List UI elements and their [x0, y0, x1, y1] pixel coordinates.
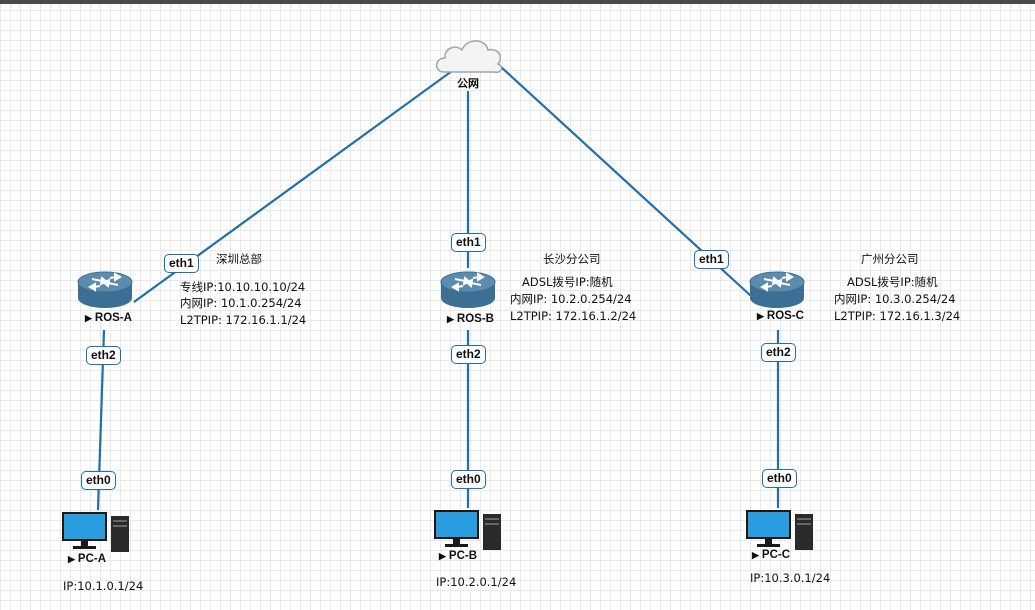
port-ros-a-eth2[interactable]: eth2: [86, 346, 121, 365]
pc-name-label: PC-A: [77, 553, 107, 565]
router-icon-ros-a[interactable]: [77, 271, 133, 309]
port-ros-b-eth2[interactable]: eth2: [451, 345, 486, 364]
ros-a-info-line: L2TPIP: 172.16.1.1/24: [180, 313, 307, 327]
router-icon-ros-b[interactable]: [440, 271, 496, 309]
expand-triangle-icon: ▶: [85, 313, 92, 323]
ros-c-info-line: ADSL拨号IP:随机: [847, 275, 938, 289]
router-icon-ros-c[interactable]: [749, 271, 805, 309]
port-pc-b-eth0[interactable]: eth0: [451, 470, 486, 489]
pc-icon-pc-a[interactable]: [62, 512, 129, 552]
expand-triangle-icon: ▶: [68, 554, 75, 564]
port-pc-a-eth0[interactable]: eth0: [81, 471, 116, 490]
ros-b-info-line: ADSL拨号IP:随机: [522, 275, 613, 289]
pc-name-label: PC-C: [761, 549, 791, 561]
ros-b-info-line: L2TPIP: 172.16.1.2/24: [510, 309, 637, 323]
port-ros-c-eth2[interactable]: eth2: [761, 343, 796, 362]
pc-name-pc-a: ▶PC-A: [68, 553, 106, 565]
router-name-label: ROS-B: [456, 313, 494, 325]
site-title-shenzhen: 深圳总部: [216, 252, 262, 266]
router-name-ros-b: ▶ROS-B: [447, 313, 494, 325]
expand-triangle-icon: ▶: [752, 550, 759, 560]
expand-triangle-icon: ▶: [757, 311, 764, 321]
pc-name-label: PC-B: [448, 550, 478, 562]
router-name-label: ROS-C: [766, 310, 804, 322]
ros-a-info-line: 内网IP: 10.1.0.254/24: [180, 296, 302, 310]
ros-a-info-line: 专线IP:10.10.10.10/24: [180, 280, 306, 294]
pc-b-ip: IP:10.2.0.1/24: [436, 575, 517, 589]
site-title-guangzhou: 广州分公司: [861, 252, 919, 266]
cloud-label: 公网: [457, 77, 479, 90]
expand-triangle-icon: ▶: [447, 314, 454, 324]
ros-b-info-line: 内网IP: 10.2.0.254/24: [510, 292, 632, 306]
expand-triangle-icon: ▶: [439, 551, 446, 561]
pc-c-ip: IP:10.3.0.1/24: [750, 571, 831, 585]
port-ros-b-eth1[interactable]: eth1: [451, 233, 486, 252]
port-pc-c-eth0[interactable]: eth0: [762, 469, 797, 488]
pc-icon-pc-c[interactable]: [746, 510, 813, 550]
router-name-ros-c: ▶ROS-C: [757, 310, 804, 322]
ros-c-info-line: 内网IP: 10.3.0.254/24: [834, 292, 956, 306]
router-name-label: ROS-A: [94, 312, 132, 324]
port-ros-c-eth1[interactable]: eth1: [694, 250, 729, 269]
site-title-changsha: 长沙分公司: [543, 252, 601, 266]
pc-name-pc-b: ▶PC-B: [439, 550, 477, 562]
cloud-icon[interactable]: [435, 40, 503, 74]
ros-c-info-line: L2TPIP: 172.16.1.3/24: [834, 309, 961, 323]
pc-name-pc-c: ▶PC-C: [752, 549, 790, 561]
window-top-bar: [0, 0, 1035, 4]
pc-a-ip: IP:10.1.0.1/24: [63, 579, 144, 593]
port-ros-a-eth1[interactable]: eth1: [164, 254, 199, 273]
router-name-ros-a: ▶ROS-A: [85, 312, 132, 324]
pc-icon-pc-b[interactable]: [434, 510, 501, 550]
